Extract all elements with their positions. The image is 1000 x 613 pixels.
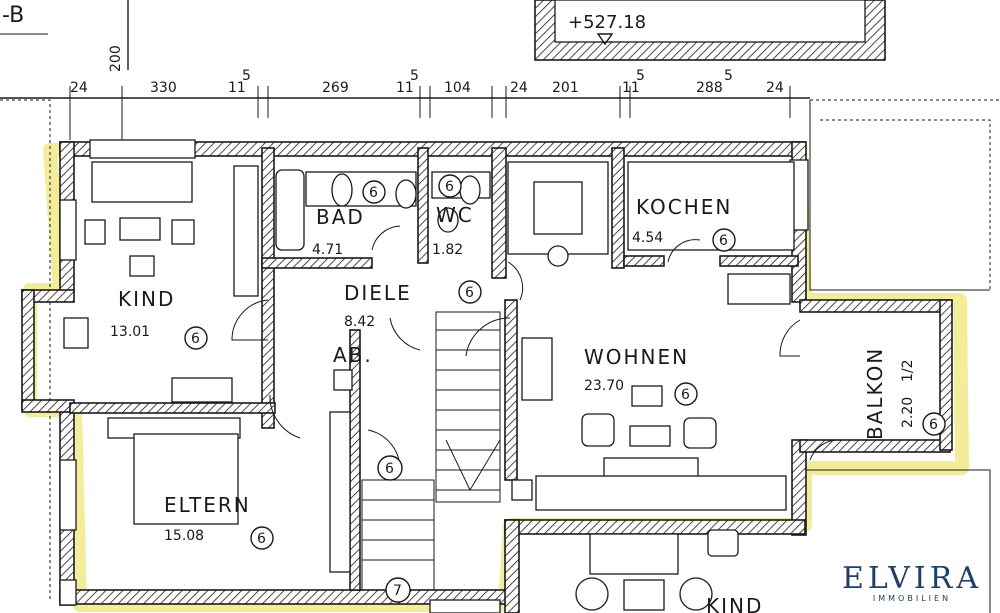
upper-building: -B 200 +527.18 (0, 0, 886, 72)
stair-badge: 6 (385, 461, 394, 477)
room-badge-kind: 6 (191, 331, 200, 347)
dim-label: 5 (724, 68, 733, 84)
room-badge-diele: 6 (465, 285, 474, 301)
room-name-kind: KIND (118, 287, 175, 311)
brand-name: ELVIRA (841, 561, 982, 596)
dim-label: 288 (696, 80, 723, 96)
room-badge-wohnen: 6 (681, 387, 690, 403)
room-badge-eltern: 6 (257, 531, 266, 547)
dim-label: 11 (622, 80, 640, 96)
room-badge-wc: 6 (445, 179, 454, 195)
room-badge-bad: 6 (369, 185, 378, 201)
room-area-wohnen: 23.70 (584, 378, 624, 394)
room-name-eltern: ELTERN (164, 493, 251, 517)
door-swings (231, 225, 839, 471)
room-name-wohnen: WOHNEN (584, 345, 689, 369)
elevation-label: +527.18 (568, 12, 646, 33)
room-badge-balkon: 6 (929, 417, 938, 433)
top-dimension: 200 (108, 45, 124, 72)
dim-label: 5 (410, 68, 419, 84)
room-name-kind-lower: KIND (706, 594, 763, 613)
brand-tagline: IMMOBILIEN (872, 594, 952, 603)
dim-label: 330 (150, 80, 177, 96)
room-badge-kochen: 6 (719, 233, 728, 249)
room-area-fraction-balkon: 1/2 (900, 359, 916, 382)
interior-walls (69, 147, 953, 591)
room-area-bad: 4.71 (312, 242, 343, 258)
dim-label: 11 (228, 80, 246, 96)
stairs (361, 311, 501, 591)
dimension-chain: 24 330 11 5 269 11 5 104 24 201 11 5 288… (0, 68, 810, 140)
dim-label: 24 (766, 80, 784, 96)
room-name-bad: BAD (316, 205, 365, 229)
room-name-ab: AB. (333, 343, 373, 367)
room-name-kochen: KOCHEN (636, 195, 732, 219)
room-area-wc: 1.82 (432, 242, 463, 258)
furniture (63, 161, 795, 613)
room-area-balkon: 2.20 (900, 397, 916, 428)
dim-label: 11 (396, 80, 414, 96)
dim-label: 201 (552, 80, 579, 96)
top-left-label: -B (2, 3, 24, 28)
dim-label: 104 (444, 80, 471, 96)
room-name-diele: DIELE (344, 281, 412, 305)
dim-label: 24 (70, 80, 88, 96)
room-name-balkon: BALKON (863, 347, 887, 440)
room-area-kochen: 4.54 (632, 230, 663, 246)
lower-badge: 7 (393, 583, 402, 599)
room-area-diele: 8.42 (344, 314, 375, 330)
dim-label: 269 (322, 80, 349, 96)
room-area-kind: 13.01 (110, 324, 150, 340)
dim-label: 24 (510, 80, 528, 96)
room-labels: KIND 13.01 6 BAD 4.71 6 WC 1.82 6 KOCHEN… (110, 174, 946, 613)
neighbor-structures (0, 99, 1000, 613)
room-area-eltern: 15.08 (164, 528, 204, 544)
dim-label: 5 (242, 68, 251, 84)
dim-label: 5 (636, 68, 645, 84)
room-name-wc: WC (436, 203, 474, 227)
brand-logo: ELVIRA IMMOBILIEN (841, 561, 982, 604)
